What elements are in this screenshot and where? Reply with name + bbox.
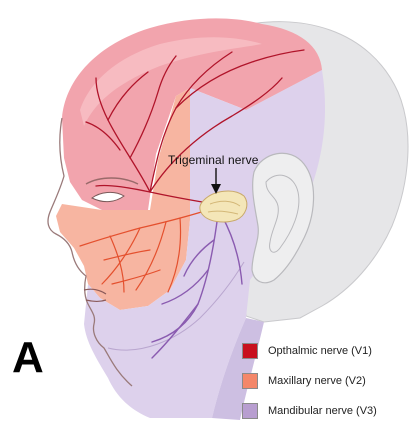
v3-color-swatch bbox=[242, 403, 258, 419]
legend-label-v2: Maxillary nerve (V2) bbox=[268, 375, 366, 387]
legend-item-v1: Opthalmic nerve (V1) bbox=[242, 341, 418, 361]
legend-label-v1: Opthalmic nerve (V1) bbox=[268, 345, 372, 357]
panel-letter: A bbox=[12, 336, 44, 380]
legend-item-v2: Maxillary nerve (V2) bbox=[242, 371, 418, 391]
legend-item-v3: Mandibular nerve (V3) bbox=[242, 401, 418, 421]
v2-color-swatch bbox=[242, 373, 258, 389]
v1-color-swatch bbox=[242, 343, 258, 359]
nerve-legend: Opthalmic nerve (V1) Maxillary nerve (V2… bbox=[242, 341, 418, 431]
trigeminal-nerve-label: Trigeminal nerve bbox=[168, 153, 259, 167]
legend-label-v3: Mandibular nerve (V3) bbox=[268, 405, 377, 417]
